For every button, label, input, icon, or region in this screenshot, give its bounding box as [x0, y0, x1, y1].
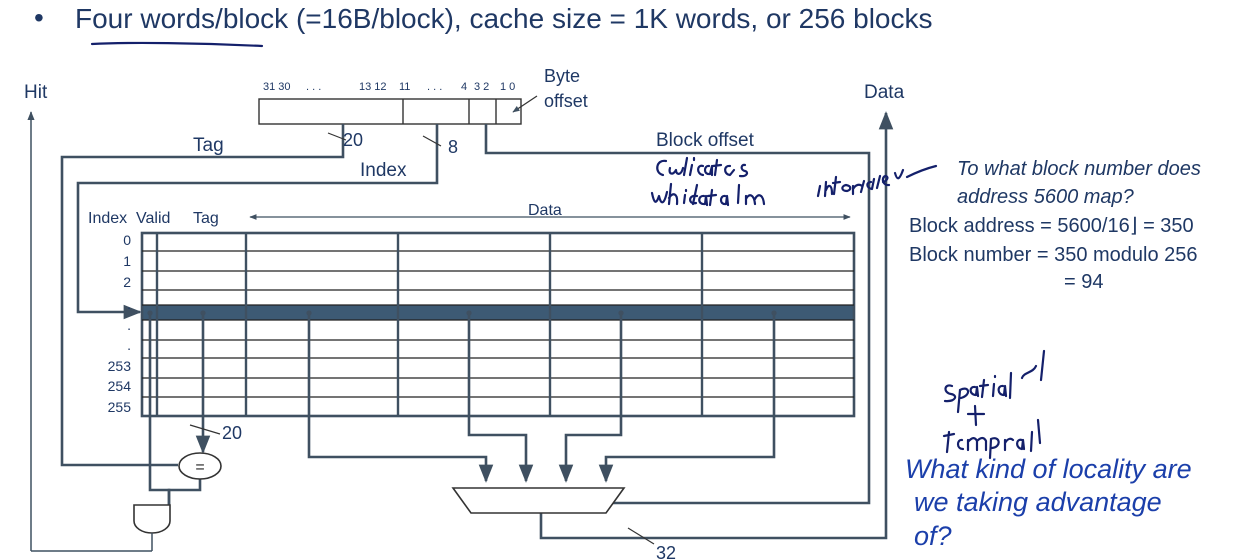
and-gate [133, 504, 171, 534]
row-index-253: 253 [108, 358, 132, 374]
locality-question-2: we taking advantage [914, 487, 1162, 517]
block-number-calc: Block number = 350 modulo 256 [909, 244, 1198, 266]
data-output-wire [539, 111, 894, 540]
bit-label-4: 4 [461, 81, 467, 93]
index-width-label: 8 [448, 137, 458, 157]
row-ellipsis-1: . [127, 296, 131, 312]
cache-table: 0 1 2 . . . 253 254 255 [108, 231, 856, 418]
block-number-result: = 94 [1064, 271, 1103, 293]
row-index-0: 0 [123, 232, 131, 248]
row-index-255: 255 [108, 399, 132, 415]
row-index-254: 254 [108, 378, 132, 394]
col-header-index: Index [88, 210, 127, 227]
row-output-wires [148, 313, 776, 505]
bit-label-31-30: 31 30 [263, 81, 291, 93]
col-header-tag: Tag [193, 210, 219, 227]
address-register: 31 30 . . . 13 12 11 . . . 4 3 2 1 0 [258, 81, 522, 125]
row-ellipsis-3: . [127, 337, 131, 353]
byte-offset-arrow [512, 95, 538, 113]
bit-label-3-2: 3 2 [474, 81, 489, 93]
mux-width-tick [627, 527, 655, 545]
bit-label-11: 11 [399, 81, 410, 93]
row-ellipsis-2: . [127, 317, 131, 333]
bit-label-dots-1: . . . [306, 81, 321, 93]
tag-width-label: 20 [343, 130, 363, 150]
index-label: Index [360, 160, 407, 181]
compare-width-tick [189, 424, 221, 435]
bit-label-13-12: 13 12 [359, 81, 387, 93]
data-output-label: Data [864, 82, 905, 103]
bit-label-dots-2: . . . [427, 81, 442, 93]
compare-width-label: 20 [222, 423, 242, 443]
selected-row [142, 305, 854, 320]
handwritten-note-temporal [942, 404, 1042, 460]
handwritten-note-which-data [650, 164, 938, 207]
question-line-2: address 5600 map? [957, 186, 1135, 208]
locality-question-1: What kind of locality are [905, 454, 1192, 484]
row-index-1: 1 [123, 253, 131, 269]
underline-ink [90, 41, 264, 48]
tag-comparator [178, 452, 222, 480]
bit-label-1-0: 1 0 [500, 81, 515, 93]
comparator-symbol: = [195, 459, 204, 476]
address-wires [60, 124, 871, 505]
tag-label: Tag [193, 135, 224, 156]
data-multiplexer [451, 487, 626, 514]
handwritten-note-spatial [943, 349, 1046, 414]
tag-width-tick [327, 132, 347, 141]
locality-question-3: of? [914, 521, 952, 551]
index-width-tick [422, 135, 442, 147]
byte-offset-label-1: Byte [544, 66, 580, 86]
block-address-calc: Block address = 5600/16⌋ = 350 [909, 215, 1194, 237]
hit-label: Hit [24, 82, 48, 103]
col-header-valid: Valid [136, 210, 170, 227]
block-offset-label: Block offset [656, 130, 755, 151]
row-index-2: 2 [123, 274, 131, 290]
question-line-1: To what block number does [957, 158, 1201, 180]
mux-width-label: 32 [656, 543, 676, 559]
byte-offset-label-2: offset [544, 91, 588, 111]
bullet-marker: • [34, 2, 44, 33]
wire-taps [147, 310, 777, 316]
bullet-title: Four words/block (=16B/block), cache siz… [75, 3, 933, 34]
handwritten-note-indicates [656, 156, 749, 178]
